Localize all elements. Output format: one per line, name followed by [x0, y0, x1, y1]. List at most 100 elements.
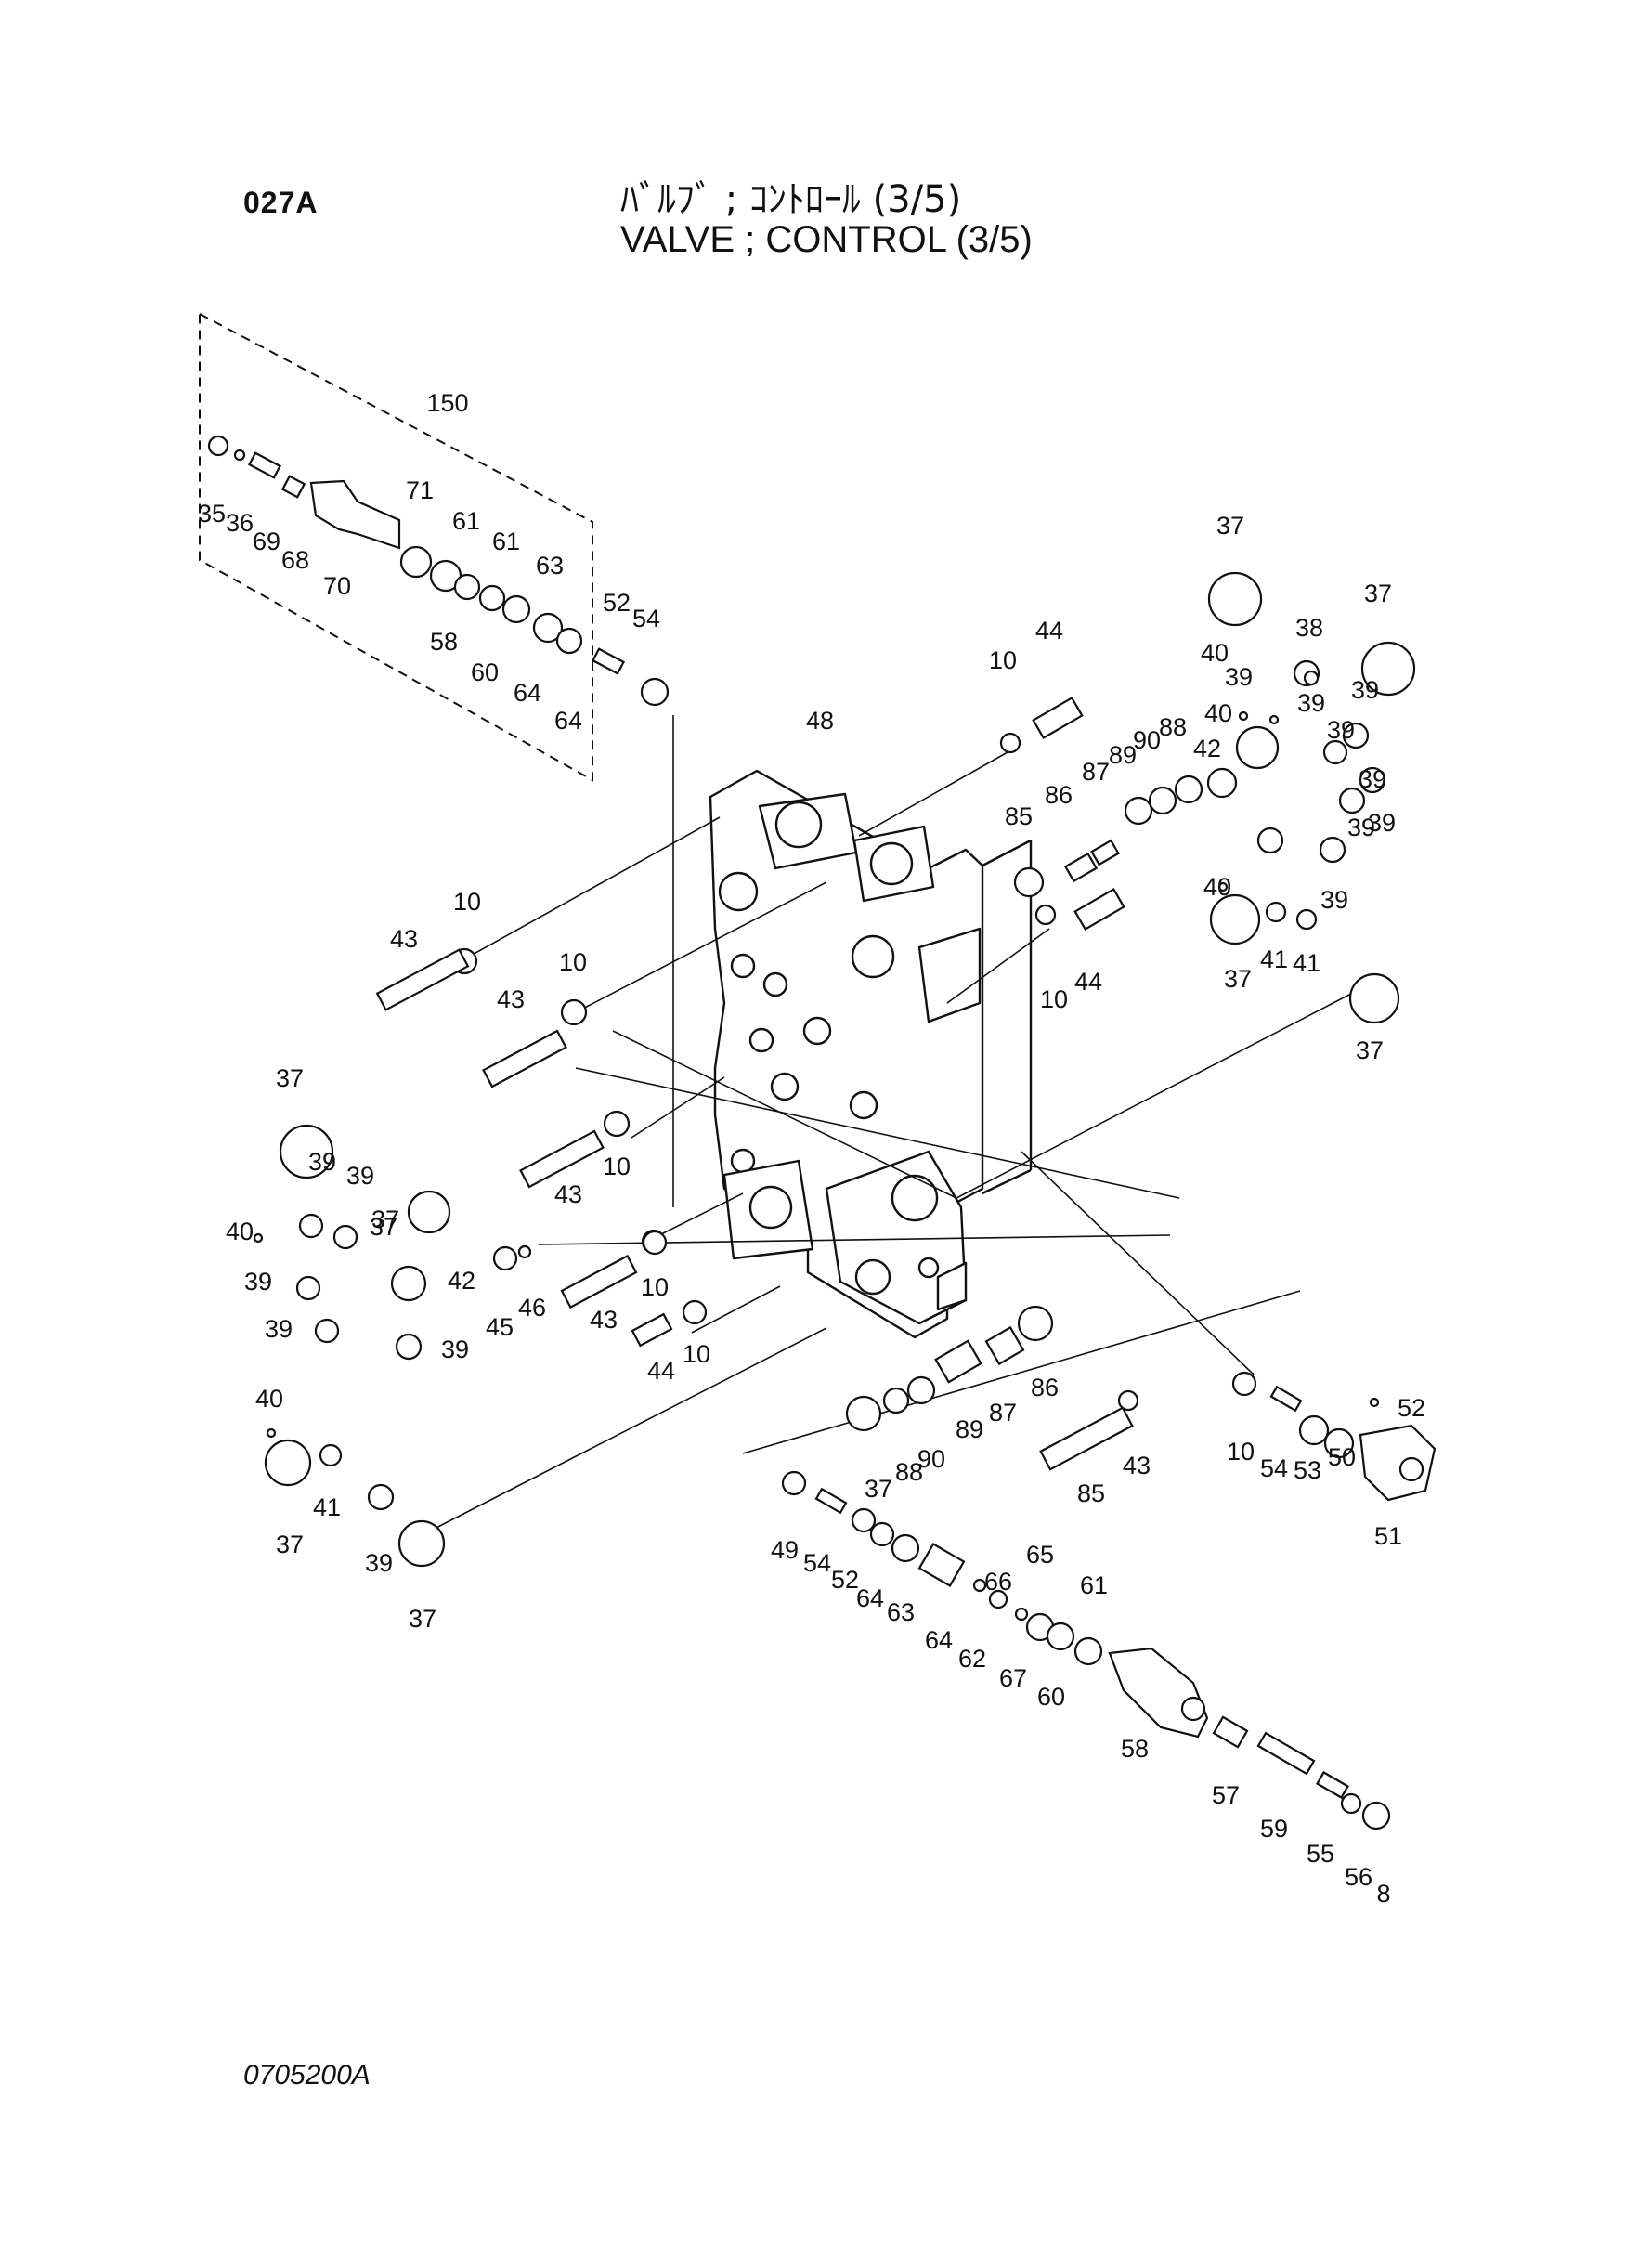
- part-callout-45: 45: [486, 1313, 514, 1341]
- component-shapes: [207, 435, 1437, 1831]
- part-callout-39: 39: [244, 1268, 272, 1296]
- part-callout-39: 39: [441, 1335, 469, 1363]
- part-callout-70: 70: [323, 572, 351, 600]
- valve-body-48: [709, 769, 1033, 1339]
- part-callout-42: 42: [1193, 735, 1221, 762]
- part-callout-60: 60: [471, 658, 499, 686]
- part-callout-64: 64: [514, 679, 541, 707]
- part-callout-55: 55: [1307, 1840, 1334, 1868]
- part-callout-43: 43: [497, 985, 525, 1013]
- part-callout-50: 50: [1328, 1443, 1356, 1471]
- part-callout-37: 37: [1224, 965, 1252, 993]
- part-callout-40: 40: [1204, 699, 1232, 727]
- part-callout-58: 58: [430, 628, 458, 656]
- page-title-japanese: ﾊﾞﾙﾌﾞ ; ｺﾝﾄﾛｰﾙ (3/5): [620, 178, 962, 221]
- part-callout-40: 40: [1201, 639, 1229, 667]
- part-callout-62: 62: [958, 1645, 986, 1673]
- part-callout-58: 58: [1121, 1735, 1149, 1763]
- part-callout-37: 37: [370, 1213, 397, 1241]
- part-callout-71: 71: [406, 476, 434, 504]
- part-callout-39: 39: [308, 1148, 336, 1176]
- part-callout-49: 49: [771, 1536, 799, 1564]
- part-callout-66: 66: [984, 1568, 1012, 1596]
- part-callout-10: 10: [1227, 1438, 1255, 1466]
- part-callout-61: 61: [452, 507, 480, 535]
- part-callout-89: 89: [956, 1415, 983, 1443]
- part-callout-64: 64: [554, 707, 582, 735]
- part-callout-10: 10: [683, 1340, 710, 1368]
- part-callout-38: 38: [1295, 614, 1323, 642]
- part-callout-43: 43: [554, 1180, 582, 1208]
- part-callout-48: 48: [806, 707, 834, 735]
- drawing-number: 0705200A: [243, 2060, 371, 2091]
- part-callout-53: 53: [1294, 1456, 1321, 1484]
- part-callout-8: 8: [1376, 1880, 1390, 1908]
- part-callout-10: 10: [603, 1153, 631, 1180]
- part-callout-37: 37: [409, 1605, 436, 1633]
- part-callout-56: 56: [1345, 1863, 1372, 1891]
- leader-lines: [426, 715, 1352, 1533]
- part-callout-59: 59: [1260, 1815, 1288, 1843]
- part-callout-37: 37: [276, 1531, 304, 1558]
- part-callout-42: 42: [448, 1267, 475, 1295]
- part-callout-37: 37: [1364, 580, 1392, 607]
- part-callout-57: 57: [1212, 1781, 1240, 1809]
- part-callout-150: 150: [426, 389, 468, 417]
- part-callout-10: 10: [559, 948, 587, 976]
- part-callout-61: 61: [1080, 1571, 1108, 1599]
- part-callout-40: 40: [226, 1218, 254, 1245]
- part-callout-89: 89: [1109, 741, 1137, 769]
- part-callout-64: 64: [856, 1584, 884, 1612]
- part-callout-44: 44: [1035, 617, 1063, 645]
- part-callout-39: 39: [1327, 716, 1355, 744]
- part-callout-52: 52: [603, 589, 631, 617]
- part-callout-35: 35: [198, 500, 226, 528]
- part-callout-39: 39: [1359, 765, 1386, 793]
- part-callout-39: 39: [365, 1549, 393, 1577]
- part-callout-87: 87: [989, 1399, 1017, 1427]
- part-callout-67: 67: [999, 1664, 1027, 1692]
- part-callout-65: 65: [1026, 1541, 1054, 1569]
- part-callout-40: 40: [1203, 873, 1231, 901]
- part-callout-43: 43: [590, 1306, 618, 1334]
- part-callout-39: 39: [1320, 886, 1348, 914]
- part-callout-88: 88: [895, 1458, 923, 1486]
- part-callout-44: 44: [1074, 968, 1102, 996]
- part-callout-10: 10: [641, 1273, 669, 1301]
- part-callout-37: 37: [276, 1064, 304, 1092]
- part-callout-86: 86: [1045, 781, 1073, 809]
- part-callout-39: 39: [1225, 663, 1253, 691]
- part-callout-64: 64: [925, 1626, 953, 1654]
- part-callout-54: 54: [632, 605, 660, 632]
- part-callout-43: 43: [1123, 1452, 1151, 1479]
- part-callout-68: 68: [281, 546, 309, 574]
- part-callout-90: 90: [1133, 726, 1161, 754]
- part-callout-60: 60: [1037, 1683, 1065, 1711]
- part-callout-61: 61: [492, 528, 520, 555]
- part-callout-69: 69: [253, 528, 280, 555]
- part-callout-85: 85: [1005, 802, 1033, 830]
- part-callout-37: 37: [1216, 512, 1244, 540]
- part-callout-54: 54: [803, 1549, 831, 1577]
- part-callout-41: 41: [1260, 945, 1288, 973]
- part-callout-37: 37: [371, 1205, 399, 1233]
- part-callout-41: 41: [313, 1493, 341, 1521]
- part-callout-10: 10: [989, 646, 1017, 674]
- page-title-english: VALVE ; CONTROL (3/5): [620, 219, 1033, 260]
- part-callout-39: 39: [1351, 676, 1379, 704]
- part-callout-39: 39: [1297, 689, 1325, 717]
- part-callout-52: 52: [1398, 1394, 1425, 1422]
- page-code: 027A: [243, 186, 319, 219]
- part-callout-85: 85: [1077, 1479, 1105, 1507]
- assembly-150-dashed-boundary: [199, 313, 593, 782]
- part-callout-40: 40: [255, 1385, 283, 1413]
- part-callout-90: 90: [917, 1445, 945, 1473]
- part-callout-88: 88: [1159, 713, 1187, 741]
- part-callout-39: 39: [346, 1162, 374, 1190]
- part-callout-87: 87: [1082, 758, 1110, 786]
- part-callout-46: 46: [518, 1294, 546, 1322]
- part-callout-41: 41: [1293, 949, 1320, 977]
- part-callout-51: 51: [1374, 1522, 1402, 1550]
